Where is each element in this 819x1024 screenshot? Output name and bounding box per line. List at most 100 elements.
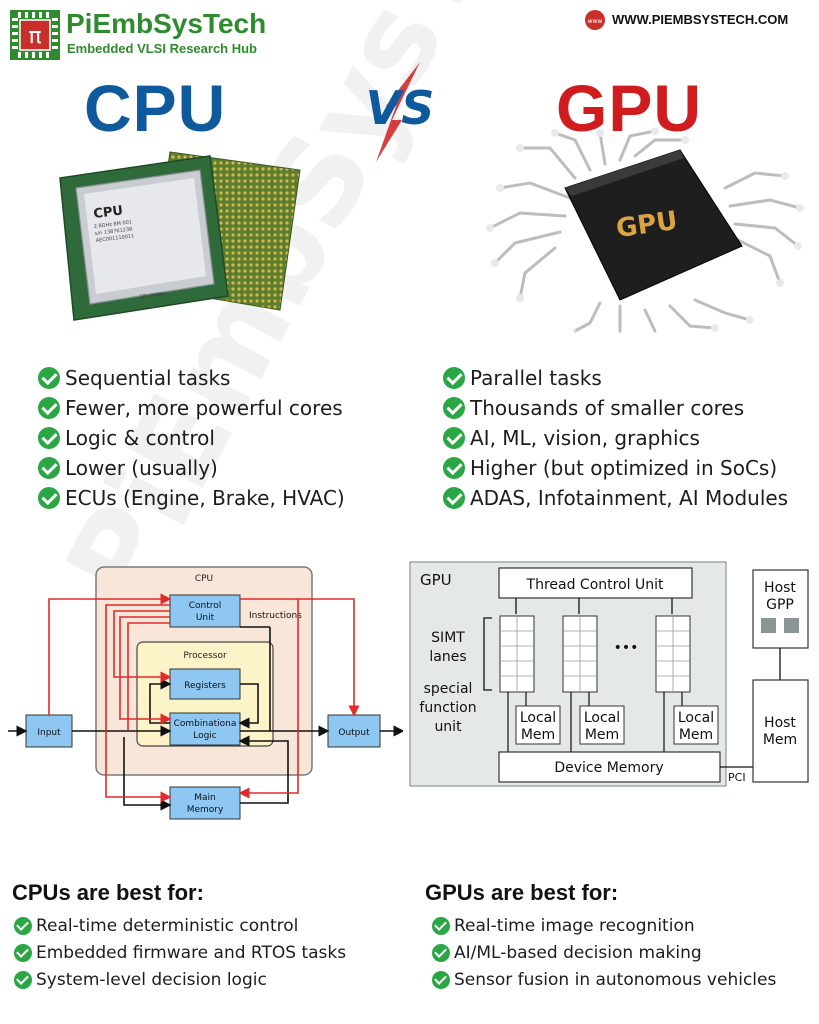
combinational-label-1: Combinationa	[174, 719, 237, 729]
input-label: Input	[37, 728, 61, 738]
list-item: Fewer, more powerful cores	[38, 393, 345, 423]
cpu-feature-text: Lower (usually)	[65, 456, 218, 480]
check-icon	[432, 916, 450, 935]
cpu-title: CPU	[84, 71, 227, 145]
cpu-chip-image: CPU 2.8GHz 8M 001 s/n 138761238 AEC00111…	[50, 148, 320, 328]
list-item: Sensor fusion in autonomous vehicles	[432, 966, 776, 993]
simt-bracket	[483, 617, 492, 691]
simt-lane-group-3	[655, 615, 691, 693]
lanes-ellipsis: •••	[614, 640, 639, 656]
instructions-label: Instructions	[249, 611, 302, 621]
control-unit-box	[169, 594, 241, 628]
simt-label-2: lanes	[429, 649, 466, 665]
gpu-chip-image: GPU	[480, 127, 810, 333]
check-icon	[38, 397, 60, 419]
list-item: Sequential tasks	[38, 363, 345, 393]
main-memory-box	[169, 786, 241, 820]
check-icon	[432, 943, 450, 962]
check-icon	[38, 367, 60, 389]
cpu-feature-text: Logic & control	[65, 426, 215, 450]
combinational-logic-box	[169, 712, 241, 746]
list-item: Lower (usually)	[38, 453, 345, 483]
globe-icon: www	[584, 9, 606, 31]
cpu-chip-line-2: s/n 138761238	[95, 226, 133, 237]
control-path-lines	[48, 593, 360, 803]
combinational-label-2: Logic	[193, 731, 217, 741]
check-icon	[38, 457, 60, 479]
list-item: Logic & control	[38, 423, 345, 453]
list-item: AI/ML-based decision making	[432, 939, 776, 966]
gpu-architecture-diagram: GPU Thread Control Unit SIMT lanes speci…	[408, 560, 813, 788]
processor-label: Processor	[183, 651, 227, 661]
host-core-icon	[761, 618, 776, 633]
special-label-2: function	[419, 700, 476, 716]
data-path-lines	[8, 626, 405, 811]
thread-control-unit-box	[498, 567, 693, 599]
brand-tagline: Embedded VLSI Research Hub	[67, 41, 257, 56]
cpu-diagram-title: CPU	[195, 574, 213, 584]
host-mem-box	[752, 679, 809, 783]
local-mem-label-1b: Mem	[521, 727, 555, 743]
cpu-best-text: System-level decision logic	[36, 969, 267, 990]
output-label: Output	[338, 728, 370, 738]
local-mem-label-2b: Mem	[585, 727, 619, 743]
local-mem-label-2a: Local	[584, 710, 620, 726]
cpu-chip-line-1: 2.8GHz 8M 001	[94, 219, 133, 230]
host-core-icon	[784, 618, 799, 633]
list-item: Higher (but optimized in SoCs)	[443, 453, 788, 483]
cpu-feature-text: ECUs (Engine, Brake, HVAC)	[65, 486, 345, 510]
list-item: Thousands of smaller cores	[443, 393, 788, 423]
list-item: Embedded firmware and RTOS tasks	[14, 939, 346, 966]
gpu-best-text: Sensor fusion in autonomous vehicles	[454, 969, 777, 990]
local-mem-box-3	[673, 705, 719, 745]
check-icon	[443, 457, 465, 479]
list-item: AI, ML, vision, graphics	[443, 423, 788, 453]
host-gpp-label-2: GPP	[766, 597, 794, 613]
local-mem-box-2	[579, 705, 625, 745]
cpu-best-text: Embedded firmware and RTOS tasks	[36, 942, 347, 963]
check-icon	[443, 367, 465, 389]
vs-badge: VS	[362, 62, 442, 162]
local-mem-label-3b: Mem	[679, 727, 713, 743]
registers-label: Registers	[184, 681, 226, 691]
check-icon	[14, 916, 32, 935]
gpu-feature-text: Thousands of smaller cores	[470, 396, 745, 420]
host-mem-label-1: Host	[764, 715, 796, 731]
host-mem-label-2: Mem	[763, 732, 797, 748]
pci-label: PCI	[728, 771, 746, 784]
local-mem-label-1a: Local	[520, 710, 556, 726]
gpu-best-heading: GPUs are best for:	[425, 880, 619, 905]
gpu-feature-text: Parallel tasks	[470, 366, 602, 390]
check-icon	[443, 427, 465, 449]
special-label-1: special	[424, 681, 473, 697]
control-unit-label-1: Control	[189, 601, 222, 611]
list-item: Parallel tasks	[443, 363, 788, 393]
website-link[interactable]: WWW.PIEMBSYSTECH.COM	[612, 12, 789, 27]
logo-glyph: π	[28, 24, 41, 49]
check-icon	[432, 970, 450, 989]
check-icon	[443, 487, 465, 509]
gpu-diagram-title: GPU	[420, 571, 452, 589]
cpu-best-text: Real-time deterministic control	[36, 915, 299, 936]
local-mem-box-1	[515, 705, 561, 745]
list-item: Real-time deterministic control	[14, 912, 346, 939]
brand-name: PiEmbSysTech	[66, 8, 267, 39]
check-icon	[38, 487, 60, 509]
thread-control-arrows	[515, 598, 673, 614]
vs-text: VS	[366, 81, 435, 135]
control-unit-label-2: Unit	[196, 613, 215, 623]
gpu-feature-text: Higher (but optimized in SoCs)	[470, 456, 778, 480]
main-memory-label-2: Memory	[187, 805, 224, 815]
list-item: ECUs (Engine, Brake, HVAC)	[38, 483, 345, 513]
device-memory-label: Device Memory	[554, 760, 663, 776]
simt-label-1: SIMT	[431, 630, 465, 646]
check-icon	[38, 427, 60, 449]
main-memory-label-1: Main	[194, 793, 216, 803]
special-label-3: unit	[434, 719, 462, 735]
gpu-best-text: AI/ML-based decision making	[454, 942, 702, 963]
check-icon	[14, 970, 32, 989]
input-box	[25, 714, 73, 748]
list-item: Real-time image recognition	[432, 912, 776, 939]
local-mem-label-3a: Local	[678, 710, 714, 726]
simt-lane-group-1	[499, 615, 535, 693]
